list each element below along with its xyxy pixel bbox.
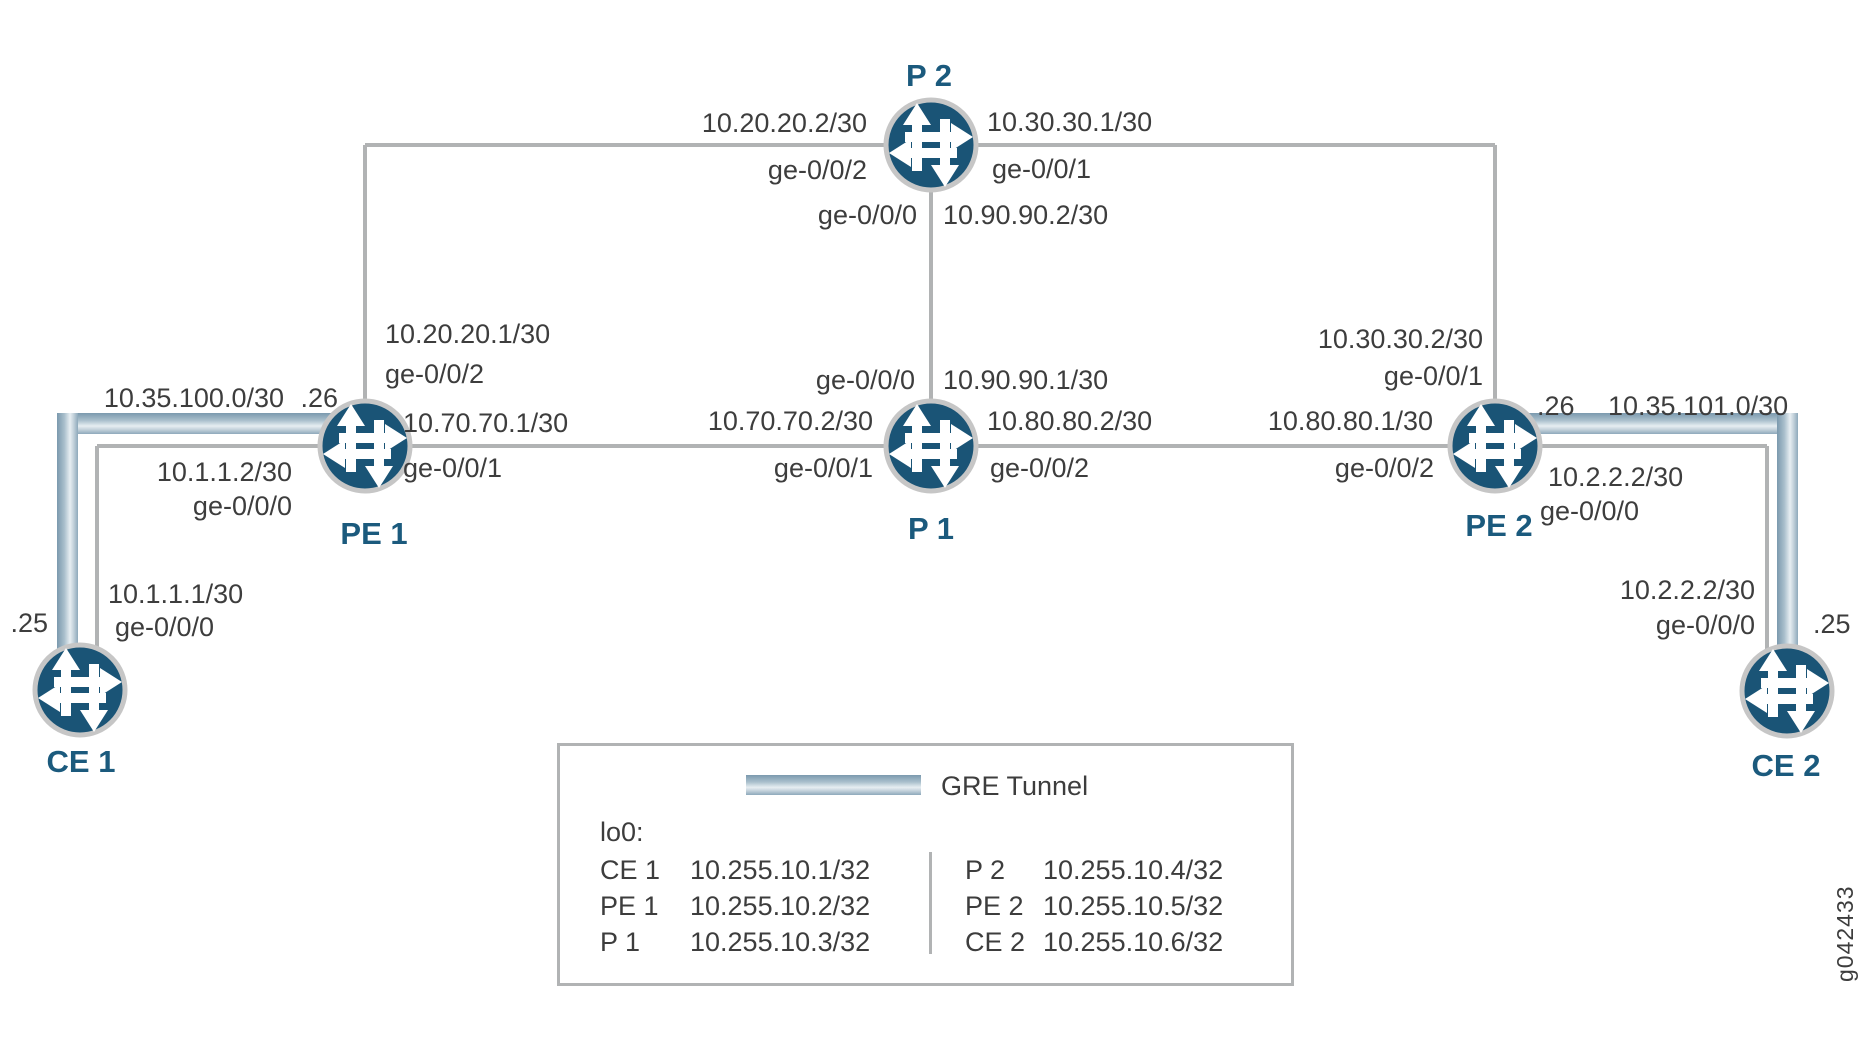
iface-label: 10.35.100.0/30 (103, 383, 284, 413)
iface-label: ge-0/0/2 (385, 359, 485, 389)
router-pe1 (315, 396, 415, 496)
router-p1 (881, 396, 981, 496)
legend-box: GRE Tunnel lo0: CE 1 10.255.10.1/32 PE 1 10… (557, 743, 1294, 986)
router-label-ce1: CE 1 (46, 744, 116, 779)
lo0-router-name: CE 1 (600, 855, 661, 885)
lo0-address: 10.255.10.6/32 (1043, 927, 1224, 957)
iface-label: .25 (10, 608, 48, 638)
iface-label: ge-0/0/1 (773, 453, 873, 483)
lo0-address: 10.255.10.2/32 (690, 891, 871, 921)
router-icon (1447, 398, 1543, 494)
iface-label: 10.2.2.2/30 (1548, 462, 1684, 492)
lo0-address: 10.255.10.5/32 (1043, 891, 1224, 921)
lo0-row: CE 2 10.255.10.6/32 (965, 924, 1223, 960)
link-p2-pe2-horizontal (931, 143, 1495, 147)
iface-label: 10.70.70.1/30 (403, 408, 569, 438)
router-icon (883, 398, 979, 494)
router-label-pe2: PE 2 (1465, 508, 1533, 543)
lo0-address: 10.255.10.3/32 (690, 927, 871, 957)
iface-label: ge-0/0/1 (992, 154, 1092, 184)
router-label-pe1: PE 1 (340, 516, 408, 551)
iface-label: ge-0/0/2 (990, 453, 1090, 483)
iface-label: ge-0/0/0 (1655, 610, 1755, 640)
iface-label: ge-0/0/0 (115, 612, 215, 642)
link-ce1-pe1-vertical (95, 446, 99, 652)
lo0-row: CE 1 10.255.10.1/32 (600, 852, 870, 888)
router-ce2 (1737, 641, 1837, 741)
iface-label: ge-0/0/1 (1383, 361, 1483, 391)
lo0-table-divider (929, 852, 932, 954)
figure-code: g042433 (1832, 885, 1858, 982)
gre-pe2-ce2-horizontal (1495, 413, 1798, 434)
iface-label: .25 (1813, 609, 1851, 639)
iface-label: 10.1.1.2/30 (156, 457, 292, 487)
link-ce1-pe1-horizontal (97, 444, 365, 448)
iface-label: .26 (1537, 391, 1575, 421)
link-pe2-ce2-horizontal (1495, 444, 1767, 448)
link-pe2-ce2-vertical (1765, 446, 1769, 650)
link-p2-p1-vertical (929, 145, 933, 446)
link-pe1-p2-vertical (363, 145, 367, 446)
iface-label: 10.1.1.1/30 (108, 579, 244, 609)
lo0-router-name: P 2 (965, 855, 1006, 885)
iface-label: 10.80.80.2/30 (987, 406, 1153, 436)
iface-label: ge-0/0/0 (817, 200, 917, 230)
lo0-address: 10.255.10.1/32 (690, 855, 871, 885)
iface-label: 10.20.20.1/30 (385, 319, 551, 349)
lo0-row: P 2 10.255.10.4/32 (965, 852, 1223, 888)
lo0-router-name: PE 2 (965, 891, 1024, 921)
link-pe1-p1-horizontal (365, 444, 931, 448)
iface-label: 10.70.70.2/30 (707, 406, 873, 436)
router-pe2 (1445, 396, 1545, 496)
lo0-router-name: P 1 (600, 927, 641, 957)
lo0-table-left-column: CE 1 10.255.10.1/32 PE 1 10.255.10.2/32 P 1 1… (600, 852, 870, 960)
lo0-row: P 1 10.255.10.3/32 (600, 924, 870, 960)
gre-ce1-pe1-horizontal (57, 413, 365, 434)
lo0-title: lo0: (600, 817, 644, 847)
gre-pe2-ce2-vertical (1777, 413, 1798, 647)
lo0-address: 10.255.10.4/32 (1043, 855, 1224, 885)
lo0-row: PE 1 10.255.10.2/32 (600, 888, 870, 924)
router-ce1 (30, 640, 130, 740)
iface-label: ge-0/0/0 (815, 365, 915, 395)
iface-label: 10.2.2.2/30 (1619, 575, 1755, 605)
router-icon (317, 398, 413, 494)
iface-label: 10.30.30.2/30 (1317, 324, 1483, 354)
iface-label: 10.90.90.1/30 (943, 365, 1109, 395)
router-icon (883, 97, 979, 193)
gre-tunnel-legend-label: GRE Tunnel (941, 771, 1089, 801)
iface-label: 10.30.30.1/30 (987, 107, 1153, 137)
iface-label: ge-0/0/0 (192, 491, 292, 521)
router-label-ce2: CE 2 (1751, 748, 1821, 783)
lo0-router-name: CE 2 (965, 927, 1026, 957)
router-icon (32, 642, 128, 738)
router-p2 (881, 95, 981, 195)
gre-tunnel-legend-swatch (746, 775, 921, 795)
iface-label: ge-0/0/2 (1334, 453, 1434, 483)
iface-label: ge-0/0/2 (767, 155, 867, 185)
iface-label: ge-0/0/1 (403, 453, 503, 483)
iface-label: 10.90.90.2/30 (943, 200, 1109, 230)
iface-label: 10.80.80.1/30 (1267, 406, 1433, 436)
router-icon (1739, 643, 1835, 739)
link-p2-pe2-vertical (1493, 145, 1497, 446)
lo0-router-name: PE 1 (600, 891, 659, 921)
iface-label: .26 (300, 383, 338, 413)
iface-label: 10.35.101.0/30 (1608, 391, 1789, 421)
lo0-row: PE 2 10.255.10.5/32 (965, 888, 1223, 924)
link-pe1-p2-horizontal (365, 143, 931, 147)
iface-label: ge-0/0/0 (1540, 496, 1640, 526)
router-label-p1: P 1 (908, 511, 954, 546)
lo0-table-right-column: P 2 10.255.10.4/32 PE 2 10.255.10.5/32 CE 2 1… (965, 852, 1223, 960)
router-label-p2: P 2 (906, 58, 952, 93)
link-p1-pe2-horizontal (931, 444, 1495, 448)
gre-ce1-pe1-vertical (57, 413, 78, 649)
iface-label: 10.20.20.2/30 (701, 108, 867, 138)
